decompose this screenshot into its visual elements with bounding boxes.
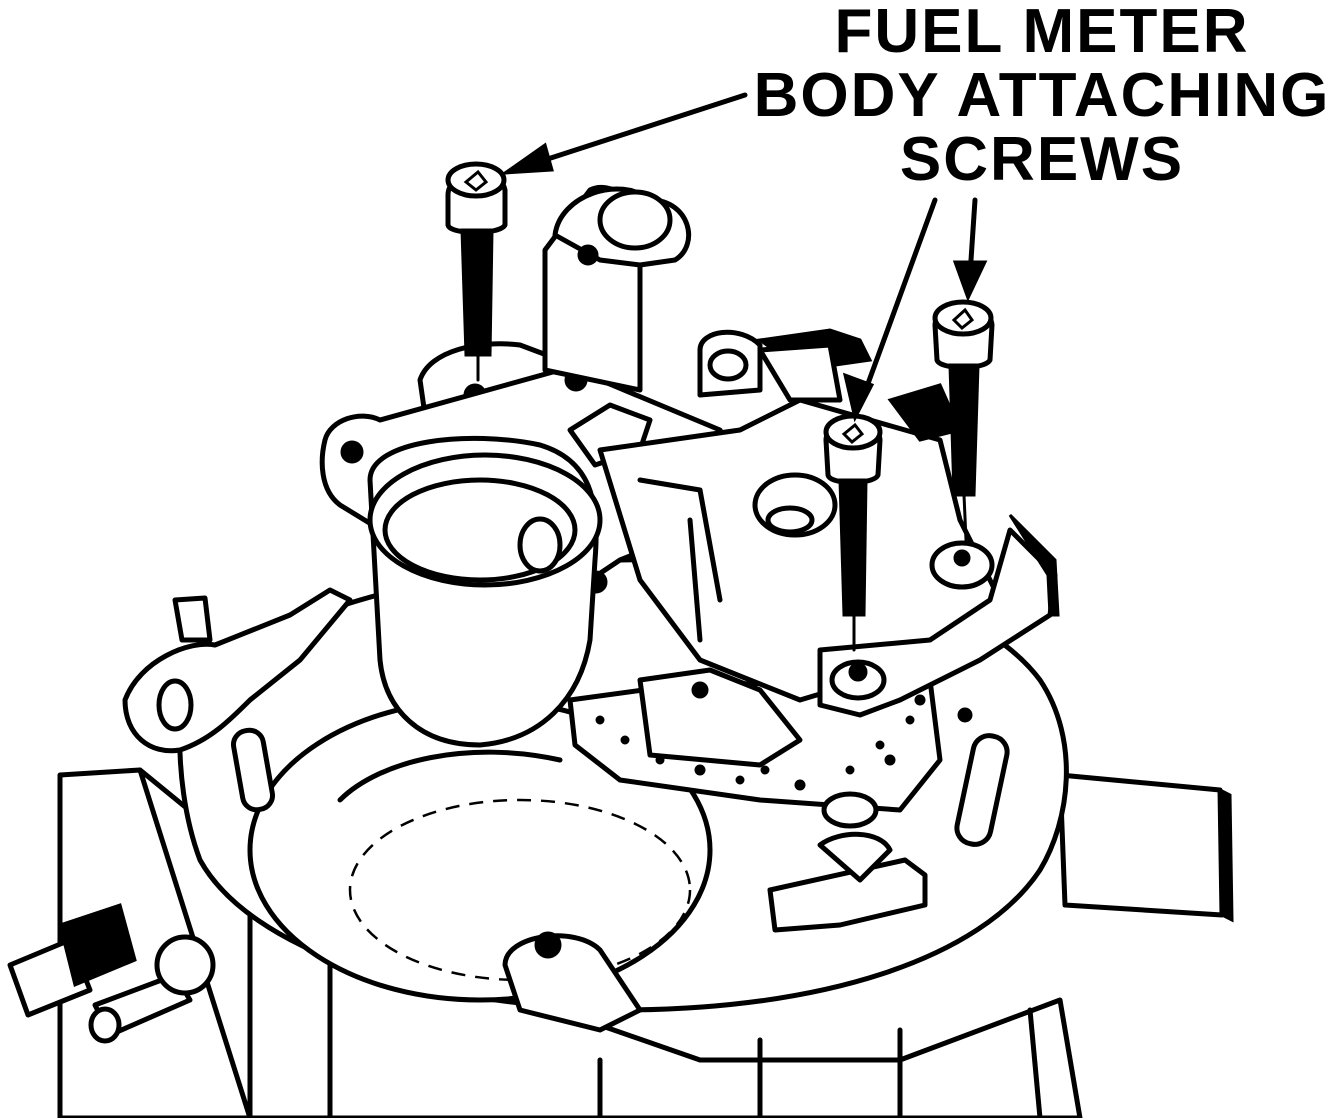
callout-label: FUEL METER BODY ATTACHING SCREWS — [740, 0, 1344, 192]
leader-arrows — [499, 92, 988, 423]
throttle-lever — [122, 587, 353, 754]
callout-line-3: SCREWS — [899, 125, 1185, 194]
callout-line-2: BODY ATTACHING — [753, 61, 1331, 130]
screw-right — [932, 299, 995, 542]
fuel-meter-body — [319, 184, 1060, 768]
left-fittings — [7, 903, 216, 1044]
screw-left — [445, 161, 508, 382]
screw-center — [823, 413, 883, 652]
callout-line-1: FUEL METER — [834, 0, 1250, 66]
